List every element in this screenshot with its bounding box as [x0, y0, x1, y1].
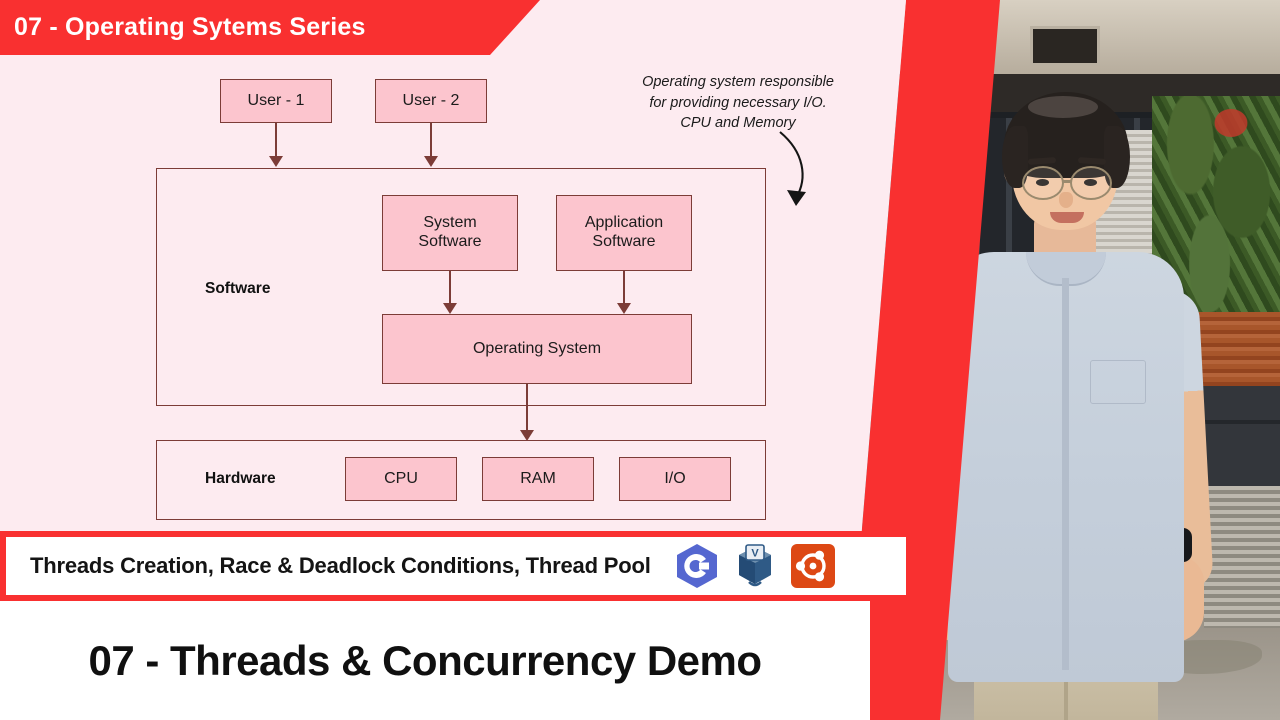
node-io-label: I/O — [664, 469, 686, 487]
topic-sub-banner-text: Threads Creation, Race & Deadlock Condit… — [30, 553, 651, 578]
presenter-video-feed — [852, 0, 1280, 720]
arrowhead-application-software-to-os — [617, 303, 631, 314]
slide-header-banner: 07 - Operating Sytems Series — [0, 0, 540, 55]
connector-application-software-to-os — [623, 271, 625, 306]
node-application-software-label-line2: Software — [592, 233, 656, 250]
svg-text:V: V — [751, 548, 759, 560]
background-floor-grate — [1204, 486, 1280, 628]
node-io: I/O — [619, 457, 731, 501]
slide-content: 07 - Operating Sytems Series User - 1 Us… — [0, 0, 906, 720]
bottom-title: 07 - Threads & Concurrency Demo — [88, 636, 762, 684]
node-application-software-label-line1: Application — [584, 214, 664, 232]
arrowhead-user2-to-software — [424, 156, 438, 167]
node-cpu: CPU — [345, 457, 457, 501]
arrowhead-os-to-hardware — [520, 430, 534, 441]
presenter-hair-highlight — [1028, 96, 1098, 118]
node-ram: RAM — [482, 457, 594, 501]
presenter-glasses-right-lens — [1070, 166, 1112, 200]
hardware-section-label: Hardware — [205, 470, 276, 487]
presenter-glasses-left-lens — [1022, 166, 1064, 200]
topic-sub-banner: Threads Creation, Race & Deadlock Condit… — [0, 531, 906, 601]
connector-user1-to-software — [275, 123, 277, 159]
presenter — [852, 0, 1280, 720]
node-operating-system: Operating System — [382, 314, 692, 384]
presenter-shirt-pocket — [1090, 360, 1146, 404]
background-flower — [1204, 100, 1258, 146]
node-system-software: System Software — [382, 195, 518, 271]
hardware-section-container — [156, 440, 766, 520]
node-user-2-label: User - 2 — [402, 91, 460, 109]
node-cpu-label: CPU — [384, 469, 418, 487]
diagram-annotation: Operating system responsible for providi… — [618, 72, 858, 134]
virtualbox-logo: V — [738, 544, 771, 587]
node-user-2: User - 2 — [375, 79, 487, 123]
connector-os-to-hardware — [526, 384, 528, 434]
background-wall-vent — [1030, 26, 1100, 66]
bottom-title-bar — [0, 601, 870, 720]
c-language-logo — [676, 544, 717, 588]
connector-system-software-to-os — [449, 271, 451, 306]
arrowhead-user1-to-software — [269, 156, 283, 167]
node-system-software-label-line2: Software — [418, 233, 482, 250]
tech-logo-row: V — [673, 542, 837, 590]
software-section-label: Software — [205, 280, 271, 297]
node-user-1: User - 1 — [220, 79, 332, 123]
node-ram-label: RAM — [520, 469, 556, 487]
arrowhead-system-software-to-os — [443, 303, 457, 314]
presenter-nose — [1059, 192, 1073, 208]
node-operating-system-label: Operating System — [472, 339, 602, 357]
connector-user2-to-software — [430, 123, 432, 159]
annotation-curved-arrow — [779, 131, 806, 206]
presenter-trouser-seam — [1064, 648, 1068, 720]
slide-header-title: 07 - Operating Sytems Series — [14, 13, 366, 41]
presenter-shirt-placket — [1062, 278, 1069, 670]
presenter-mouth — [1050, 212, 1084, 223]
ubuntu-logo — [790, 544, 835, 588]
diagram-annotation-line-3: CPU and Memory — [680, 115, 796, 132]
software-section-container — [156, 168, 766, 406]
node-user-1-label: User - 1 — [247, 91, 305, 109]
presenter-glasses-bridge — [1062, 180, 1072, 183]
diagram-annotation-line-2: for providing necessary I/O. — [649, 94, 827, 111]
node-system-software-label-line1: System — [423, 214, 477, 232]
os-architecture-diagram: User - 1 User - 2 Software System Softwa… — [156, 72, 858, 520]
diagram-annotation-line-1: Operating system responsible — [642, 74, 834, 90]
node-application-software: Application Software — [556, 195, 692, 271]
